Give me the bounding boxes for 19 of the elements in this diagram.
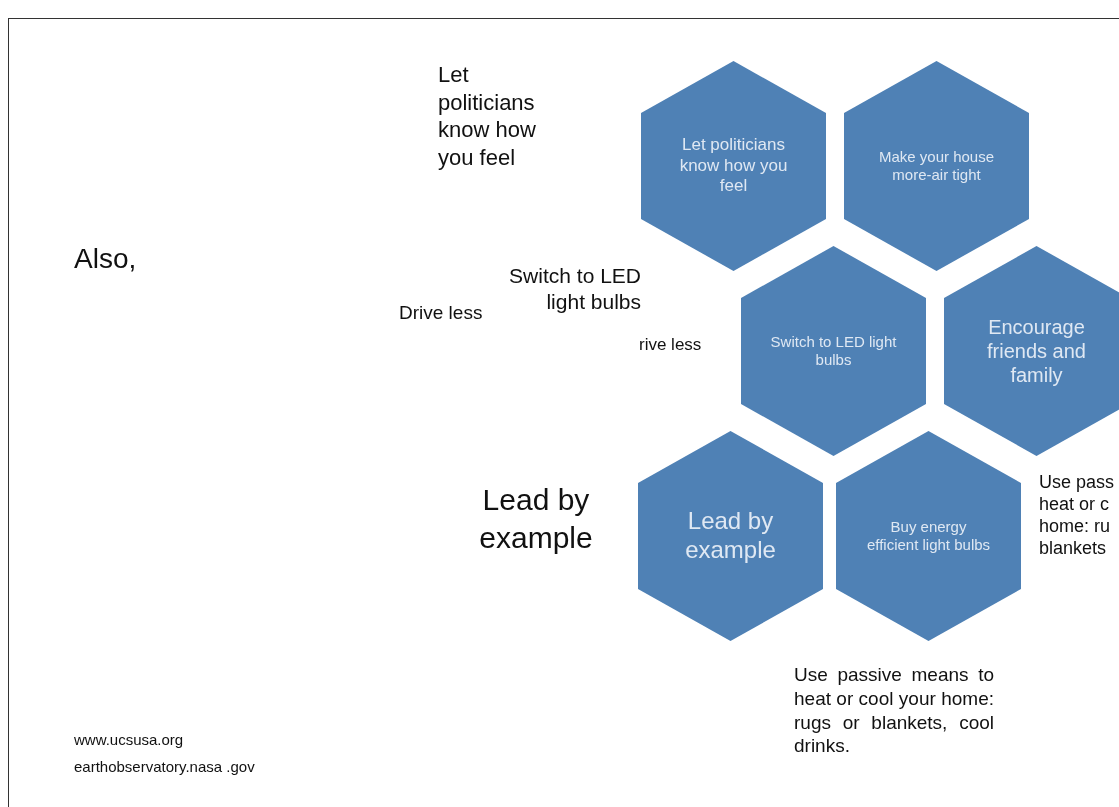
- source-link: earthobservatory.nasa .gov: [74, 758, 256, 777]
- note-text: Lead by example: [478, 482, 594, 556]
- note-text: Drive less: [399, 301, 484, 325]
- note-paragraph: Use passive means to heat or cool your home: rugs or blankets, cool drinks.: [794, 663, 994, 758]
- note-text: Use pass: [1039, 471, 1116, 494]
- note-text: Switch to LED light bulbs: [508, 263, 641, 316]
- hexagon-text: Let politicians know how you feel: [678, 135, 789, 197]
- note-text: home: ru: [1039, 515, 1112, 538]
- heading-text: Also,: [74, 242, 138, 276]
- hexagon-text: Lead by example: [684, 507, 777, 565]
- hexagon-text: Buy energy efficient light bulbs: [865, 518, 992, 554]
- note-text: Let politicians know how you feel: [438, 61, 537, 171]
- note-text: blankets: [1039, 537, 1108, 560]
- hexagon-text: Encourage friends and family: [986, 315, 1087, 387]
- note-text: heat or c: [1039, 493, 1111, 516]
- hexagon-text: Switch to LED light bulbs: [769, 333, 898, 369]
- hexagon-text: Make your house more-air tight: [877, 148, 996, 184]
- source-link: www.ucsusa.org: [74, 731, 185, 750]
- note-text: rive less: [639, 334, 703, 356]
